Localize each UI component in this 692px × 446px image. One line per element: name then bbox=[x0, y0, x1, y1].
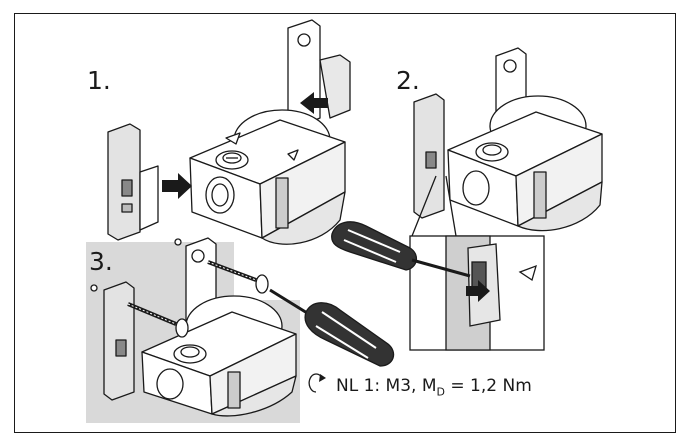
step1-assembly bbox=[107, 19, 351, 245]
torque-spec-subscript: D bbox=[436, 385, 445, 399]
rotation-arrow-icon bbox=[308, 373, 326, 393]
figure-frame bbox=[14, 13, 676, 433]
step-3-label: 3. bbox=[89, 247, 113, 276]
screw-icon bbox=[90, 238, 269, 338]
push-arrow-icon bbox=[466, 280, 490, 302]
screwdriver-icon bbox=[331, 221, 471, 278]
step2-zoom-inset bbox=[409, 175, 545, 351]
step3-assembly bbox=[103, 237, 297, 417]
push-arrow-icon bbox=[162, 92, 328, 199]
step-1-label: 1. bbox=[87, 66, 111, 95]
step2-assembly bbox=[413, 47, 603, 232]
torque-spec-text: NL 1: M3, M bbox=[336, 376, 437, 396]
step-2-label: 2. bbox=[396, 66, 420, 95]
step1-bracket-hole bbox=[297, 33, 311, 47]
torque-spec: NL 1: M3, MD = 1,2 Nm bbox=[336, 376, 532, 398]
screwdriver-icon bbox=[269, 288, 395, 367]
torque-spec-value: = 1,2 Nm bbox=[444, 376, 532, 396]
